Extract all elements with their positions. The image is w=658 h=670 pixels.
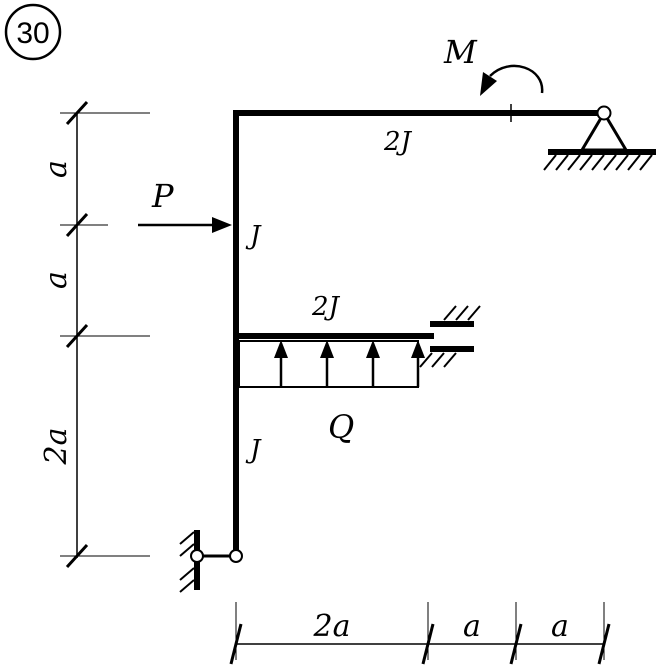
vertical-dimensions [60,100,150,569]
frame-members [233,110,603,555]
distributed-load [238,340,425,388]
horizontal-dimensions [229,602,611,665]
force-arrow [138,217,232,233]
horizontal-dimension-2: a [463,609,481,644]
moment-label: M [443,33,478,71]
vertical-dimension-1: a [39,160,74,178]
horizontal-dimension-1: 2a [313,609,351,644]
problem-number-badge: 30 [4,3,62,61]
middle-beam-stiffness-label: 2J [311,292,341,322]
bottom-pin-link-support [179,530,243,593]
moment-arrow [480,64,544,96]
pin-support-right [543,105,656,171]
lower-column-stiffness-label: J [245,435,262,465]
vertical-dimension-2: a [39,271,74,289]
horizontal-dimension-3: a [551,609,569,644]
problem-number: 30 [16,17,49,50]
sliding-support [419,305,481,368]
upper-column-stiffness-label: J [245,221,262,251]
force-label: P [151,177,174,215]
vertical-dimension-3: 2a [39,428,74,466]
distributed-load-label: Q [328,408,354,446]
top-beam-stiffness-label: 2J [383,127,413,157]
